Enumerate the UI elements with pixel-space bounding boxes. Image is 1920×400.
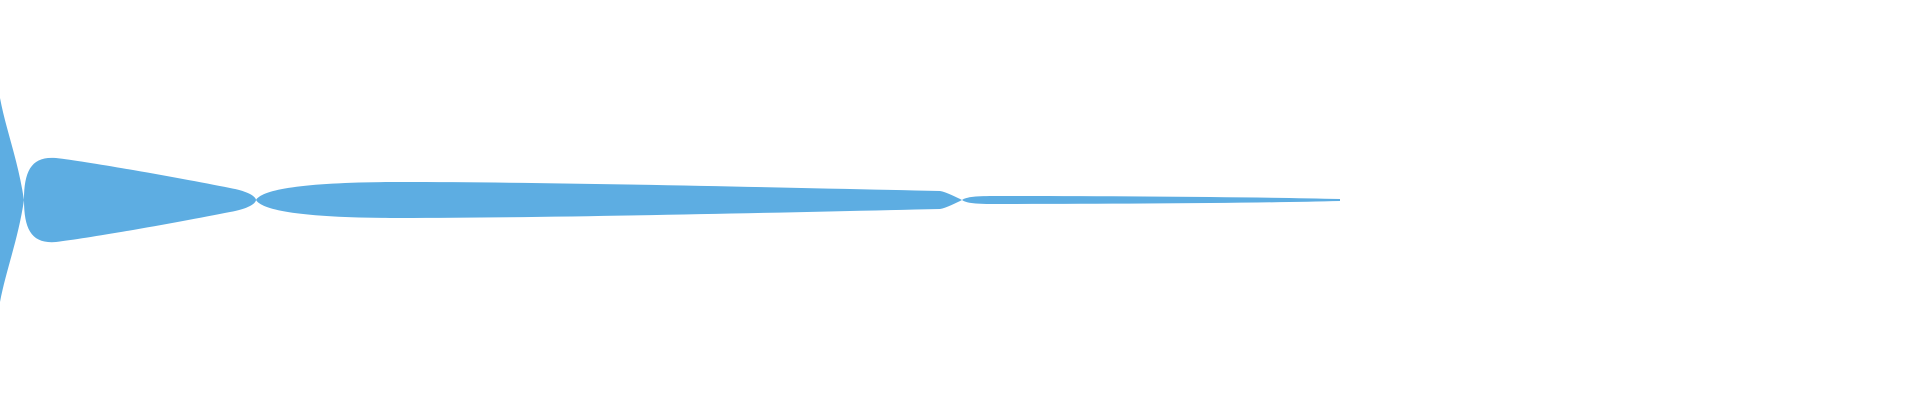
waveform-lobe-2 <box>24 157 256 243</box>
waveform-lobe-3 <box>256 182 962 218</box>
waveform-lobe-1 <box>0 98 24 302</box>
waveform-lobe-4 <box>962 196 1340 204</box>
waveform-shape-group <box>0 98 1340 302</box>
